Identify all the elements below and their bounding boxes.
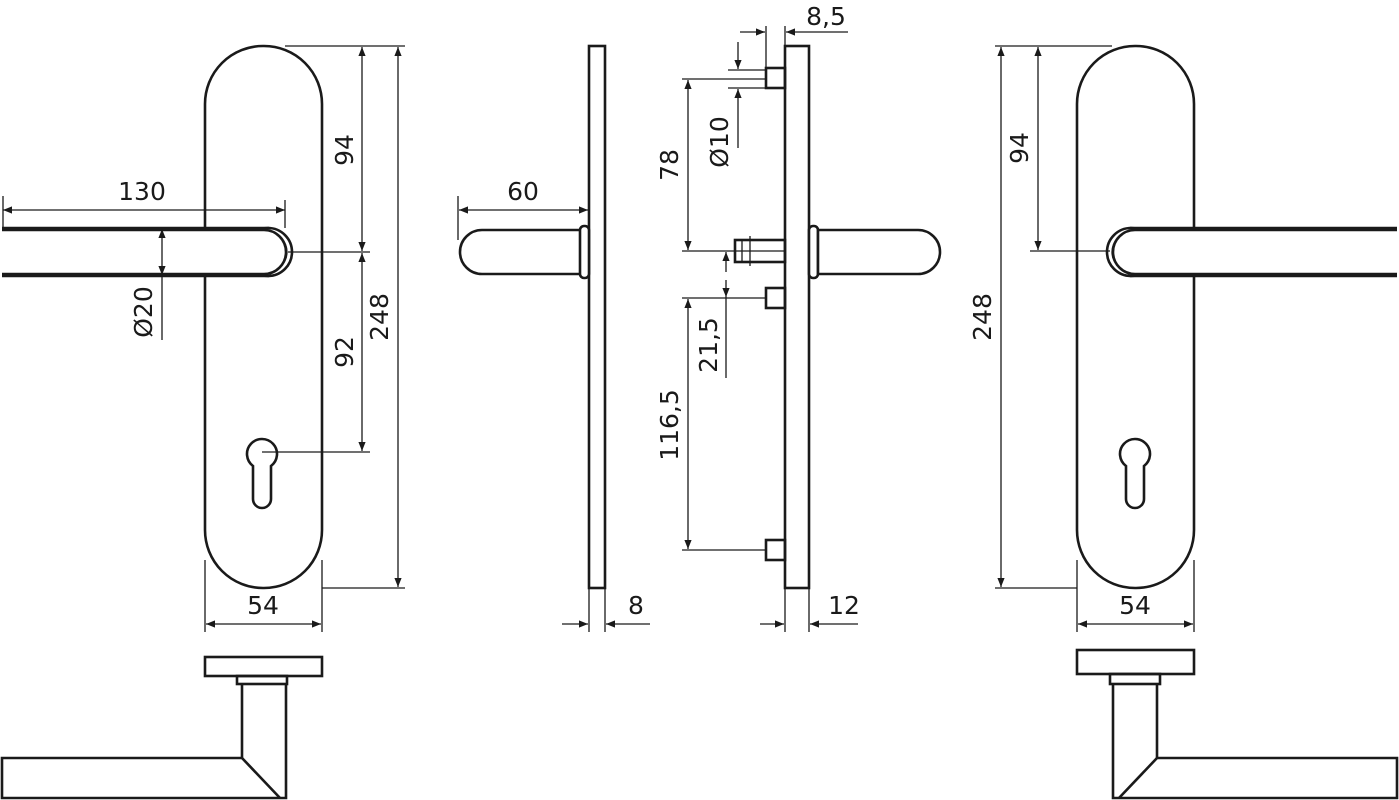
label-right-top-to-lever: 94: [1005, 132, 1034, 164]
label-lever-to-keyhole: 92: [330, 336, 359, 368]
left-top-view: [0, 655, 324, 800]
top-pin: [764, 66, 787, 90]
label-plate-thickness: 8: [628, 591, 644, 620]
side-view: 60 8: [457, 44, 650, 632]
back-lever: [816, 228, 942, 276]
right-top-rose: [1108, 672, 1162, 686]
side-rose: [578, 224, 591, 280]
label-pin-offset-top: 8,5: [806, 2, 846, 31]
label-side-projection: 60: [507, 177, 539, 206]
left-top-plate: [203, 655, 324, 678]
label-plate-width: 54: [247, 591, 279, 620]
label-right-plate-height: 248: [968, 293, 997, 341]
left-lever-cap: [2, 228, 288, 276]
side-lever: [458, 228, 586, 276]
back-plate: [783, 44, 811, 590]
label-plate-height: 248: [365, 293, 394, 341]
back-side-view: 8,5 Ø10 78 21,5 116,5 12: [655, 2, 942, 632]
left-top-rose: [235, 674, 289, 686]
label-screw-diameter: Ø10: [705, 116, 734, 168]
label-handle-diameter: Ø20: [129, 286, 158, 338]
right-top-lever: [1111, 684, 1399, 800]
label-top-to-lever: 94: [330, 134, 359, 166]
side-plate: [587, 44, 607, 590]
right-top-lever-miter: [1118, 757, 1158, 799]
middle-pin: [764, 286, 787, 310]
left-top-lever-miter: [241, 757, 281, 799]
left-front-view: [2, 44, 324, 590]
right-top-view: [1075, 648, 1399, 800]
left-dimensions: 130 Ø20 94 92 248 54: [2, 45, 405, 632]
right-front-view: [1075, 44, 1397, 590]
bottom-pin: [764, 538, 787, 562]
right-lever-cap: [1111, 228, 1397, 276]
left-backplate: [203, 44, 324, 590]
right-keyhole: [1118, 437, 1152, 510]
label-screw-to-lever: 78: [655, 149, 684, 181]
label-lever-to-pin: 21,5: [694, 317, 723, 373]
label-handle-length: 130: [118, 177, 166, 206]
right-dimensions: 94 248 54: [968, 45, 1195, 632]
left-top-lever: [0, 684, 288, 800]
right-backplate: [1075, 44, 1196, 590]
label-right-plate-width: 54: [1119, 591, 1151, 620]
right-top-plate: [1075, 648, 1196, 676]
label-pin-spacing: 116,5: [655, 389, 684, 461]
back-rose: [807, 224, 820, 280]
label-back-thickness: 12: [828, 591, 860, 620]
left-keyhole: [245, 437, 279, 510]
